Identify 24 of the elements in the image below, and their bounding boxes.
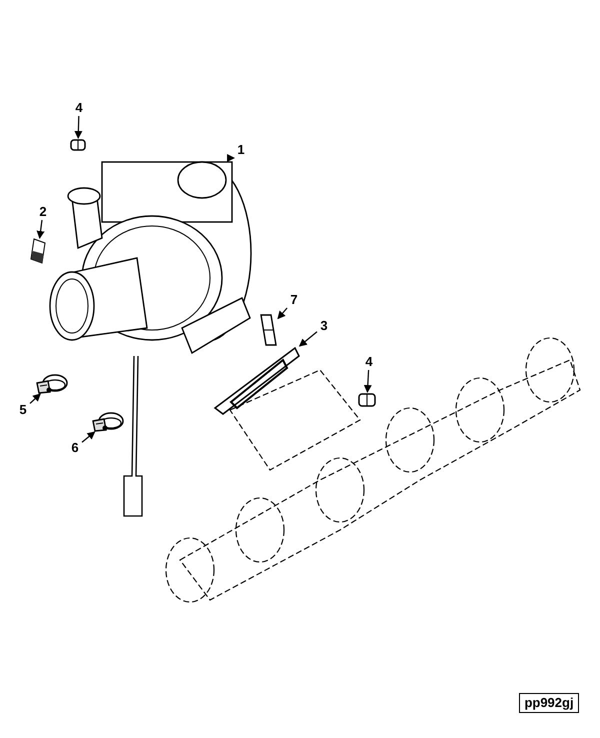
- leader-arrow: [36, 220, 45, 239]
- leader-arrow: [364, 370, 372, 393]
- hose-clamp-drawing: [92, 410, 124, 432]
- callout-number: 4: [362, 354, 376, 370]
- leader-arrow: [298, 331, 318, 347]
- callout-number: 6: [68, 440, 82, 456]
- callout-number: 2: [36, 204, 50, 220]
- gasket-drawing: [213, 346, 301, 416]
- leader-arrow: [74, 116, 82, 139]
- nut-drawing: [358, 392, 376, 408]
- stud-drawing: [258, 312, 278, 348]
- callout-number: 5: [16, 402, 30, 418]
- leader-arrow: [277, 308, 288, 320]
- decal-drawing: [30, 238, 46, 264]
- leader-arrow: [227, 154, 235, 161]
- callout-number: 1: [234, 142, 248, 158]
- nut-drawing: [70, 138, 86, 152]
- callout-number: 4: [72, 100, 86, 116]
- hose-clamp-drawing: [36, 372, 68, 394]
- leader-arrow: [82, 431, 96, 443]
- drawing-number-tag: pp992gj: [519, 693, 579, 713]
- callout-number: 7: [287, 292, 301, 308]
- leader-arrow: [30, 393, 41, 404]
- callout-number: 3: [317, 318, 331, 334]
